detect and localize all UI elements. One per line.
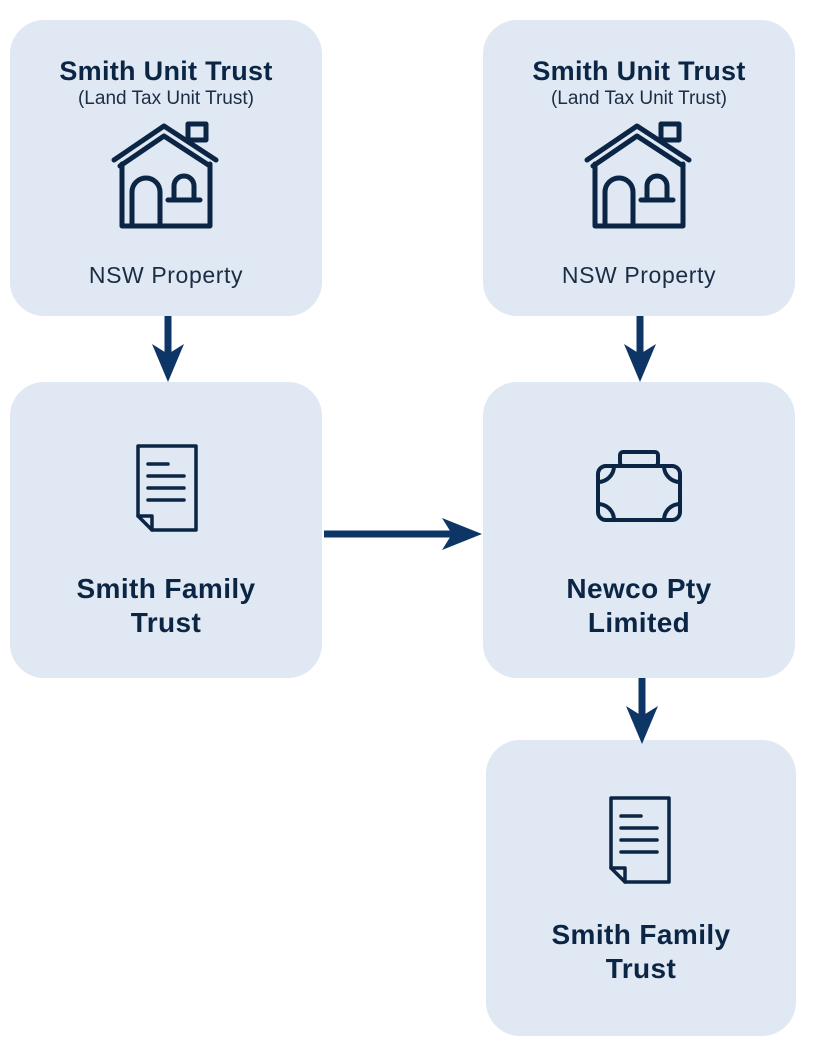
node-smith-unit-trust-right: Smith Unit Trust (Land Tax Unit Trust) N… [483,20,795,316]
document-icon [609,796,671,884]
node-name-line2: Limited [587,607,691,638]
briefcase-icon [596,450,682,522]
document-icon [136,444,198,532]
node-name-line1: Smith Family [76,573,256,604]
node-name-line1: Newco Pty [566,573,712,604]
node-name-line2: Trust [130,607,202,638]
arrow-right [324,518,482,550]
node-name: Newco Pty Limited [483,572,795,640]
node-title: Smith Unit Trust [532,56,746,86]
node-name: Smith Family Trust [486,918,796,986]
arrow-down-right-bottom [626,678,658,744]
house-icon [111,121,219,229]
node-smith-family-trust-bottom: Smith Family Trust [486,740,796,1036]
node-caption: NSW Property [561,262,717,288]
arrow-down-left [152,316,184,382]
node-name: Smith Family Trust [10,572,322,640]
node-subtitle: (Land Tax Unit Trust) [77,88,254,109]
node-smith-unit-trust-left: Smith Unit Trust (Land Tax Unit Trust) N… [10,20,322,316]
node-name-line2: Trust [605,953,677,984]
node-smith-family-trust-left: Smith Family Trust [10,382,322,678]
node-title: Smith Unit Trust [59,56,273,86]
node-newco-pty-limited: Newco Pty Limited [483,382,795,678]
arrow-down-right-top [624,316,656,382]
node-caption: NSW Property [88,262,244,288]
house-icon [584,121,692,229]
node-name-line1: Smith Family [551,919,731,950]
node-subtitle: (Land Tax Unit Trust) [550,88,727,109]
